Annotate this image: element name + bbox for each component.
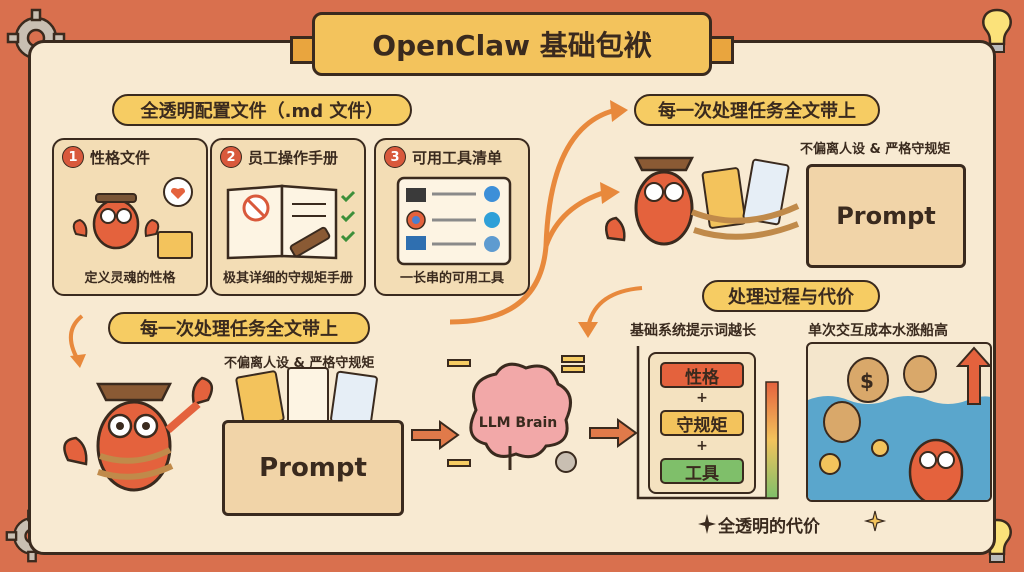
card-number: 1 [62, 146, 84, 168]
config-files-pill: 全透明配置文件（.md 文件） [112, 94, 412, 126]
stack-axis [636, 346, 779, 500]
lobster-roped-icon [63, 376, 214, 492]
title-banner: OpenClaw 基础包袱 [312, 12, 712, 76]
lightbulb-icon-top-right [982, 8, 1012, 53]
sparkle-icon-right [863, 510, 887, 532]
config-files-label: 全透明配置文件（.md 文件） [140, 101, 384, 122]
curved-arrow-up-right [449, 100, 628, 325]
persona-note-bottom: 不偏离人设 & 严格守规矩 [224, 356, 375, 371]
card-title: 可用工具清单 [412, 148, 503, 167]
card-caption: 极其详细的守规矩手册 [222, 271, 353, 286]
lobster-heart-icon [72, 177, 193, 259]
page-title: OpenClaw 基础包袱 [372, 29, 652, 62]
card-title: 性格文件 [90, 148, 151, 167]
lobster-roped-icon-top [605, 156, 800, 246]
card-personality: 1 性格文件 定义灵魂的性格 [52, 138, 208, 296]
brain-label: LLM Brain [478, 415, 558, 431]
plus-sign: + [696, 390, 708, 406]
svg-text:$: $ [860, 369, 874, 393]
card-handbook: 2 员工操作手册 极其详细的守规矩手册 [210, 138, 366, 296]
sparkle-icon-left [698, 514, 716, 534]
plus-sign: + [696, 438, 708, 454]
full-prompt-label: 每一次处理任务全文带上 [658, 101, 856, 122]
prompt-box-top: Prompt [806, 164, 966, 268]
brain-icon [447, 355, 585, 473]
prompt-stack: 性格 + 守规矩 + 工具 [648, 352, 756, 494]
block-tools: 工具 [660, 458, 744, 484]
papers-in-box-icon [235, 367, 378, 428]
full-prompt-pill-bottom: 每一次处理任务全文带上 [108, 312, 370, 344]
footer-caption: 全透明的代价 [718, 517, 820, 537]
prompt-box-label: Prompt [836, 202, 936, 230]
card-tools: 3 可用工具清单 一长串的可用工具 [374, 138, 530, 296]
block-personality: 性格 [660, 362, 744, 388]
card-caption: 定义灵魂的性格 [84, 271, 176, 286]
full-prompt-pill-top: 每一次处理任务全文带上 [634, 94, 880, 126]
persona-note-top: 不偏离人设 & 严格守规矩 [800, 142, 951, 157]
card-caption: 一长串的可用工具 [399, 271, 504, 286]
card-number: 2 [220, 146, 242, 168]
prompt-box-label: Prompt [259, 453, 367, 483]
card-number: 3 [384, 146, 406, 168]
rulebook-gavel-icon [226, 184, 356, 260]
block-rules: 守规矩 [660, 410, 744, 436]
rising-cost-panel: $ [806, 342, 992, 502]
arrow-right-to-brain [411, 420, 460, 450]
process-pill: 处理过程与代价 [702, 280, 880, 312]
tool-list-scroll-icon [396, 176, 512, 266]
rising-water-icon: $ [808, 346, 990, 500]
stack-title: 基础系统提示词越长 [630, 323, 756, 339]
full-prompt-label: 每一次处理任务全文带上 [140, 319, 338, 340]
card-title: 员工操作手册 [248, 148, 339, 167]
curved-arrow-down-left [69, 314, 86, 368]
arrow-right-to-stack [589, 418, 638, 448]
curved-arrow-down-left-process [578, 286, 643, 338]
prompt-box-bottom: Prompt [222, 420, 404, 516]
water-title: 单次交互成本水涨船高 [808, 323, 948, 339]
process-label: 处理过程与代价 [728, 287, 854, 308]
